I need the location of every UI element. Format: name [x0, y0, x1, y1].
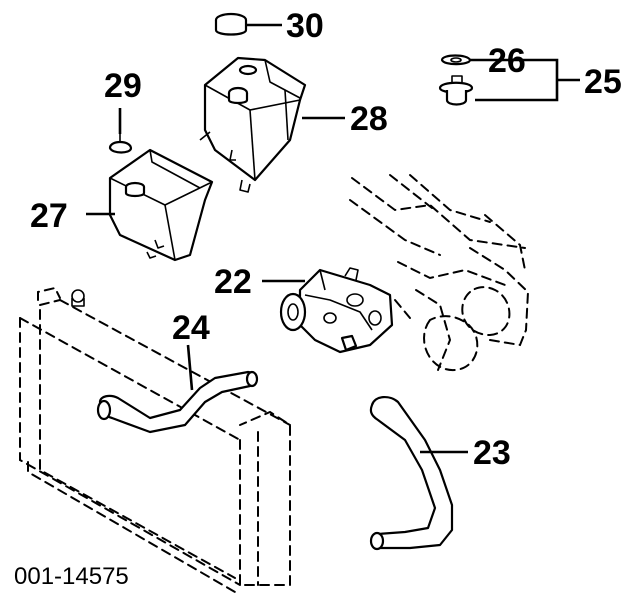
callout-26: 26 — [488, 42, 526, 80]
radiator-outline — [19, 286, 291, 593]
leader-lines — [86, 23, 580, 454]
reservoir-tank-part-28 — [199, 56, 307, 193]
callout-22: 22 — [214, 263, 252, 301]
callout-23: 23 — [473, 434, 511, 472]
callout-24: 24 — [172, 309, 210, 347]
callout-28: 28 — [350, 100, 388, 138]
figure-code: 001-14575 — [14, 563, 129, 590]
clamp-part-29 — [108, 131, 133, 154]
callout-27: 27 — [30, 197, 68, 235]
gasket-part-26 — [440, 54, 472, 66]
cap-part-30 — [214, 12, 248, 36]
callout-25: 25 — [584, 63, 622, 101]
upper-hose-part-24 — [96, 370, 259, 434]
water-pump-part-22 — [279, 267, 394, 354]
thermostat-part-25 — [438, 75, 474, 106]
radiator-cap-icon — [71, 289, 85, 307]
callout-29: 29 — [104, 67, 142, 105]
lower-hose-part-23 — [369, 396, 454, 551]
callout-30: 30 — [286, 7, 324, 45]
engine-block-outline — [349, 174, 530, 372]
washer-tank-part-27 — [108, 148, 214, 262]
